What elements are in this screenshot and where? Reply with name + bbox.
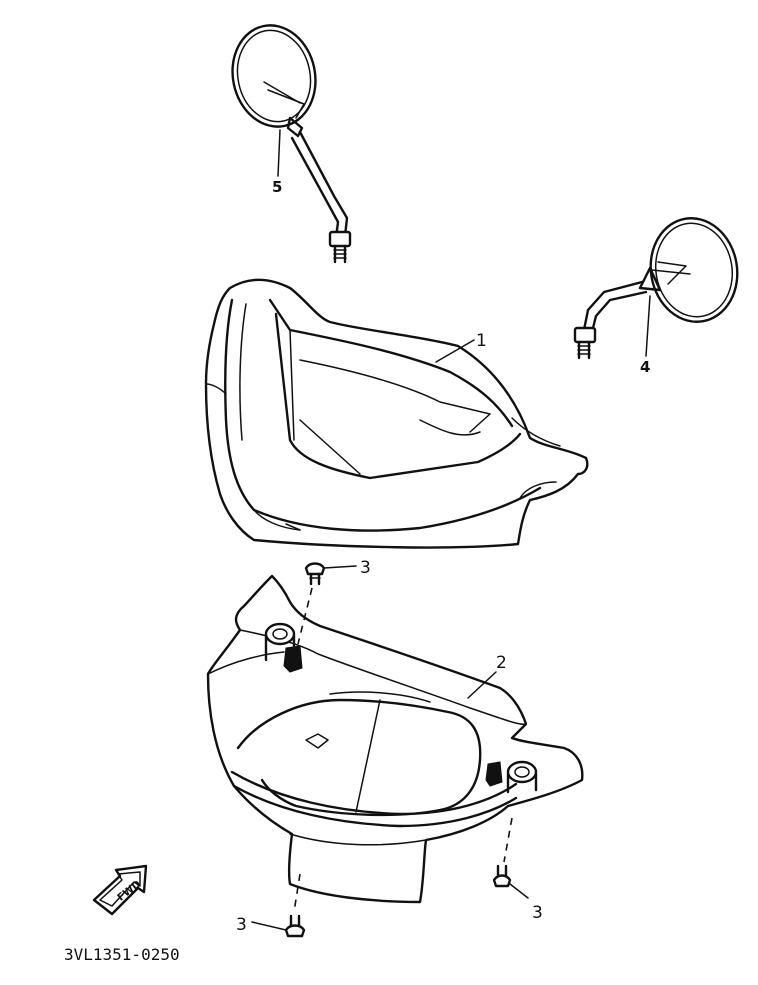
leader-lines — [251, 129, 651, 931]
forward-arrow: FWD — [92, 864, 148, 916]
handlebar-lower-cover — [206, 574, 584, 904]
callout-4: 4 — [640, 358, 650, 376]
callout-3-right: 3 — [532, 903, 543, 923]
callout-3-top: 3 — [360, 558, 371, 578]
callout-5: 5 — [272, 178, 282, 196]
screw-top — [297, 562, 326, 645]
callout-3-bottom: 3 — [236, 915, 247, 935]
drawing-code: 3VL1351-0250 — [64, 945, 180, 964]
screw-bottom — [284, 873, 306, 938]
callout-2: 2 — [496, 653, 507, 673]
handlebar-upper-cover — [204, 278, 589, 549]
callout-1: 1 — [476, 331, 487, 351]
screw-right — [492, 817, 513, 888]
mirror-right — [573, 217, 739, 360]
mirror-left — [231, 24, 352, 264]
